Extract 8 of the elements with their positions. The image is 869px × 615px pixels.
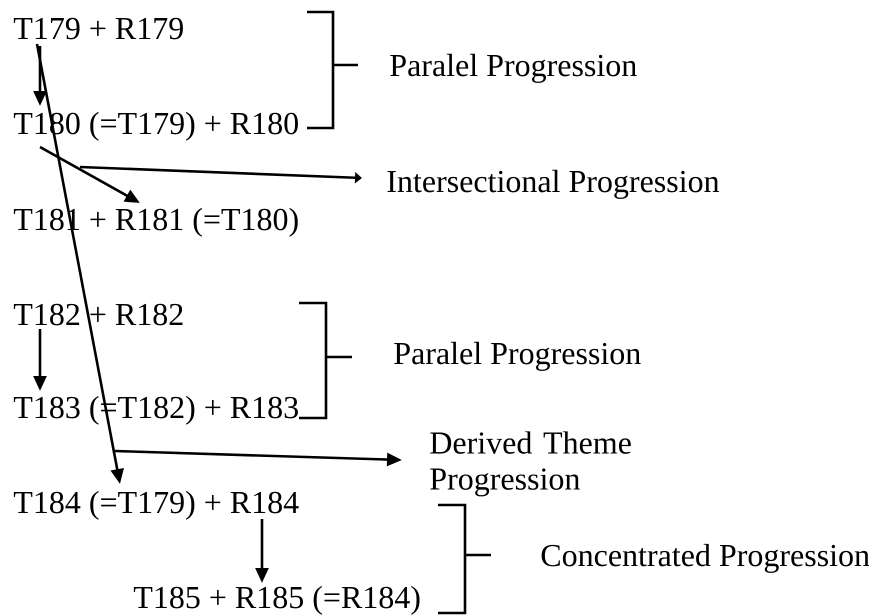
node-text: T182 + R182 [14, 304, 182, 326]
node-text: T185 + R185 (=R184) [134, 586, 420, 615]
node-text: Intersectional Progression [387, 170, 720, 199]
node-text: Derived Theme Progression [430, 431, 631, 496]
bracket-label: Paralel Progression [390, 54, 637, 83]
bracket-label: Paralel Progression [394, 342, 641, 371]
node-text: T179 + R179 [14, 18, 183, 40]
node-text: T184 (=T179) + R184 [14, 490, 299, 520]
